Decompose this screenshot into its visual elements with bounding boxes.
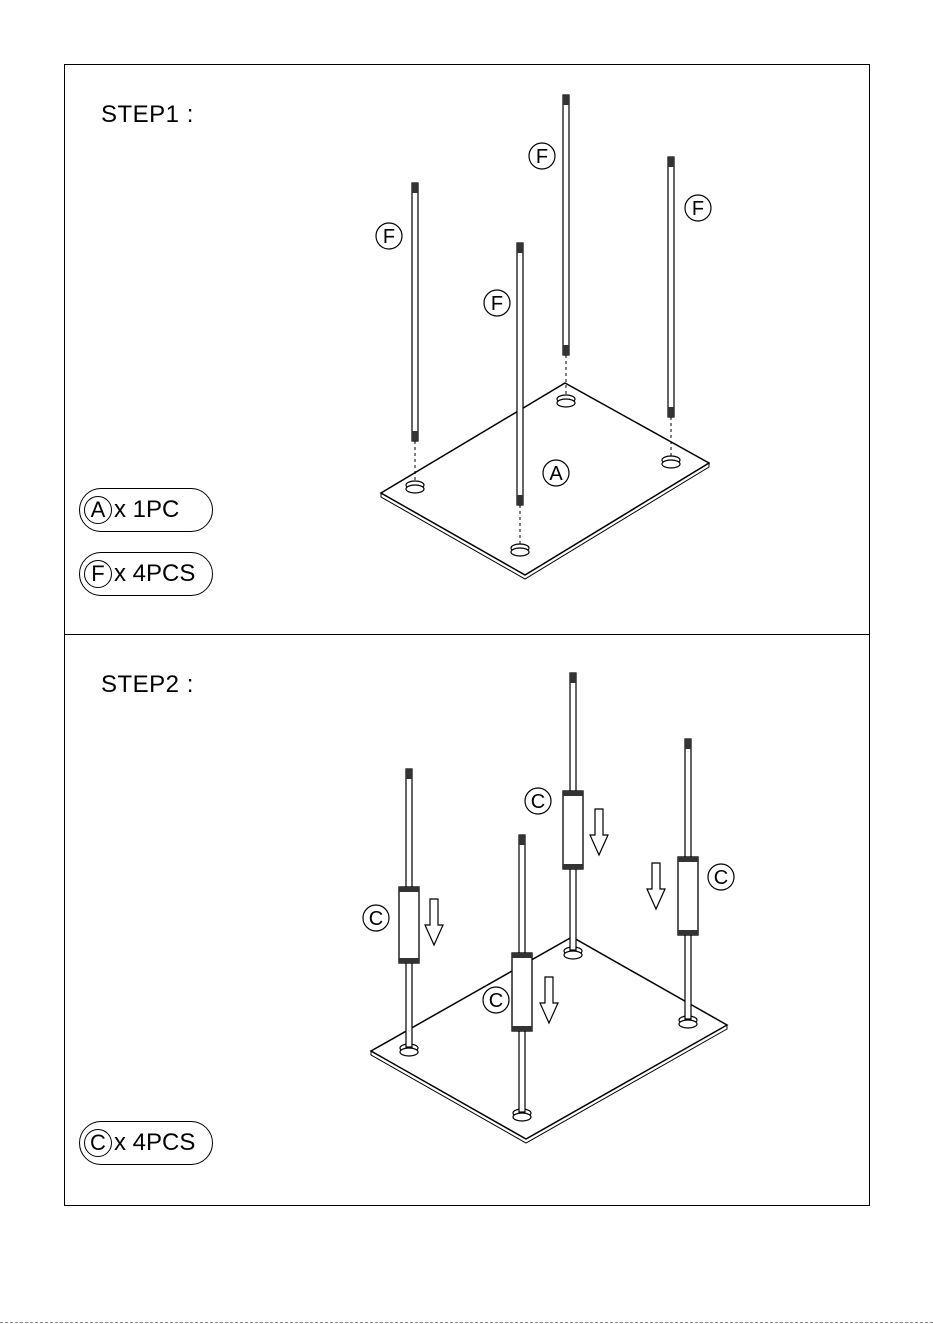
board-a — [381, 383, 709, 579]
part-f-letter: F — [84, 560, 112, 588]
part-a-letter: A — [84, 496, 112, 524]
callout-f-back-label: F — [536, 146, 548, 168]
callout-c-right-label: C — [714, 867, 728, 889]
part-f-qty: x 4PCS — [114, 560, 195, 588]
callout-f-right-label: F — [692, 198, 704, 220]
step1-illustration: F F F F A — [65, 65, 871, 636]
callout-c-left-label: C — [369, 908, 383, 930]
callout-f-front-label: F — [491, 293, 503, 315]
board — [371, 937, 727, 1143]
step1-panel: STEP1 : — [64, 64, 870, 635]
part-f-quantity: F x 4PCS — [79, 552, 213, 596]
callout-a-label: A — [549, 463, 563, 485]
part-c-quantity: C x 4PCS — [79, 1121, 213, 1165]
page-bottom-divider — [0, 1322, 933, 1323]
step2-panel: STEP2 : — [64, 634, 870, 1206]
rod-thread-ends — [406, 673, 691, 845]
part-a-quantity: A x 1PC — [79, 488, 213, 532]
callout-f-left-label: F — [383, 226, 395, 248]
part-c-qty: x 4PCS — [114, 1129, 195, 1157]
callout-c-back-label: C — [531, 791, 545, 813]
part-c-letter: C — [84, 1129, 112, 1157]
callout-c-front-label: C — [489, 990, 503, 1012]
part-a-qty: x 1PC — [114, 496, 179, 524]
